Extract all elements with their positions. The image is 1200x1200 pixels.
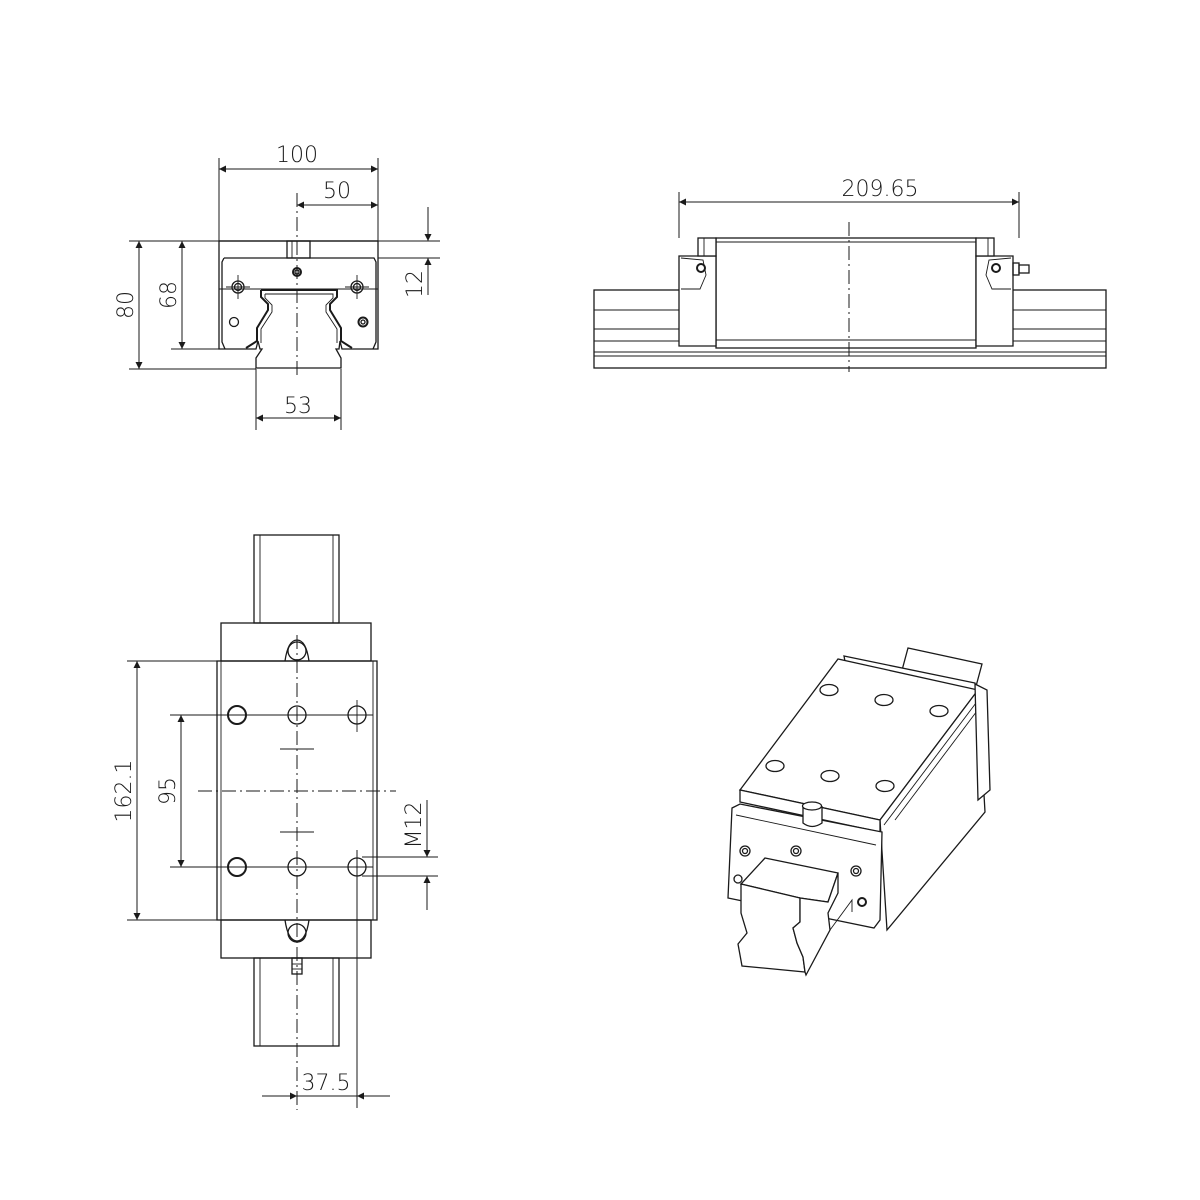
isometric-view <box>727 647 991 977</box>
dim-overall-width: 100 <box>276 143 318 168</box>
screw-left-icon <box>226 275 250 299</box>
dim-overall-height: 80 <box>114 291 139 319</box>
dim-block-length: 209.65 <box>842 177 919 202</box>
dim-hole-spacing: 95 <box>156 777 181 805</box>
dim-block-height: 68 <box>157 281 182 309</box>
screw-icon <box>991 263 1001 273</box>
dim-half-width: 50 <box>323 179 351 204</box>
hole-icon <box>357 316 369 328</box>
screw-icon <box>696 263 706 273</box>
dim-thread-size: M12 <box>402 802 427 849</box>
mounting-holes <box>765 683 949 793</box>
boss-icon <box>801 801 823 828</box>
grease-nipple-icon <box>790 845 802 857</box>
dim-top-offset: 12 <box>403 270 428 298</box>
hole-icon <box>228 316 240 328</box>
front-view: 100 50 12 80 68 53 <box>114 143 440 430</box>
side-view: 209.65 <box>593 177 1107 372</box>
screw-right-icon <box>345 275 369 299</box>
dim-rail-width: 53 <box>284 394 312 419</box>
dim-body-length: 162.1 <box>112 760 137 823</box>
grease-nipple-icon <box>1012 262 1030 276</box>
dim-hole-offset: 37.5 <box>302 1071 351 1096</box>
top-view: 162.1 95 M12 37.5 <box>112 534 438 1110</box>
